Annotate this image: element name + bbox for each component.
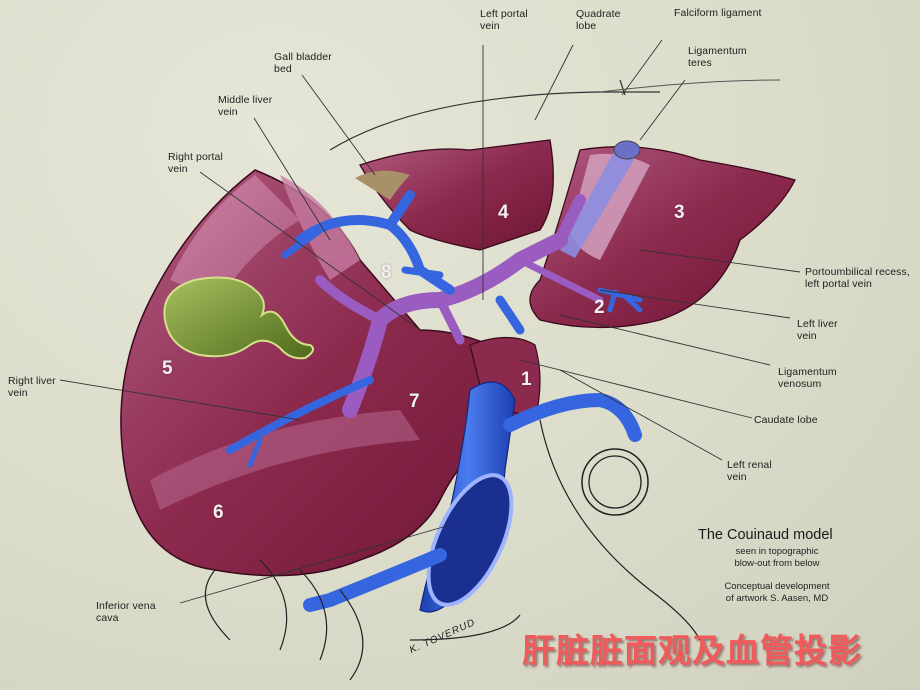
aorta-ring-inner bbox=[588, 455, 642, 509]
portal-vein-tree bbox=[315, 194, 604, 418]
label-middle-liver-vein: Middle liver vein bbox=[218, 94, 273, 118]
ligamentum-teres-cord bbox=[560, 150, 635, 258]
hepatic-veins bbox=[226, 190, 643, 468]
label-ligamentum-teres: Ligamentum teres bbox=[688, 45, 747, 69]
label-right-liver-vein: Right liver vein bbox=[8, 375, 56, 399]
chinese-caption: 肝脏脏面观及血管投影 bbox=[522, 631, 862, 670]
ivc-lower bbox=[303, 548, 447, 612]
label-inferior-vena-cava: Inferior vena cava bbox=[96, 600, 156, 624]
label-right-portal-vein: Right portal vein bbox=[168, 151, 223, 175]
label-portoumbilical-recess: Portoumbilical recess, left portal vein bbox=[805, 266, 910, 290]
figure-subtitle: seen in topographic blow-out from below bbox=[734, 546, 820, 569]
outline-curve-right bbox=[539, 419, 701, 641]
outline-curves-bottom bbox=[204, 559, 521, 681]
segment6-band bbox=[150, 410, 420, 510]
segment-8-number: 8 bbox=[381, 262, 392, 283]
label-ligamentum-venosum: Ligamentum venosum bbox=[778, 366, 837, 390]
liver-surface-sheen bbox=[170, 175, 300, 300]
gallbladder-bed bbox=[355, 170, 410, 200]
gallbladder bbox=[163, 276, 315, 360]
leader-lines bbox=[59, 39, 801, 604]
left-renal-vein bbox=[503, 392, 642, 442]
ligamentum-teres-end bbox=[613, 140, 641, 160]
label-falciform-ligament: Falciform ligament bbox=[674, 7, 762, 19]
label-quadrate-lobe: Quadrate lobe bbox=[576, 8, 621, 32]
segment-3-number: 3 bbox=[674, 202, 685, 223]
aorta-ring-outer bbox=[581, 448, 649, 516]
ligament-groove bbox=[570, 153, 650, 260]
label-caudate-lobe: Caudate lobe bbox=[754, 414, 818, 426]
figure-credit: Conceptual development of artwork S. Aas… bbox=[724, 581, 830, 604]
segment-4-number: 4 bbox=[498, 202, 509, 223]
segment-6-number: 6 bbox=[213, 502, 224, 523]
segment-5-number: 5 bbox=[162, 358, 173, 379]
segment-1-number: 1 bbox=[521, 369, 532, 390]
falciform-outline bbox=[599, 79, 781, 93]
label-left-portal-vein: Left portal vein bbox=[480, 8, 528, 32]
label-left-liver-vein: Left liver vein bbox=[797, 318, 838, 342]
label-left-renal-vein: Left renal vein bbox=[727, 459, 772, 483]
segment-2-number: 2 bbox=[594, 297, 605, 318]
ivc-lumen bbox=[426, 473, 514, 607]
label-gall-bladder-bed: Gall bladder bed bbox=[274, 51, 332, 75]
segment-7-number: 7 bbox=[409, 391, 420, 412]
figure-title: The Couinaud model bbox=[698, 527, 833, 543]
